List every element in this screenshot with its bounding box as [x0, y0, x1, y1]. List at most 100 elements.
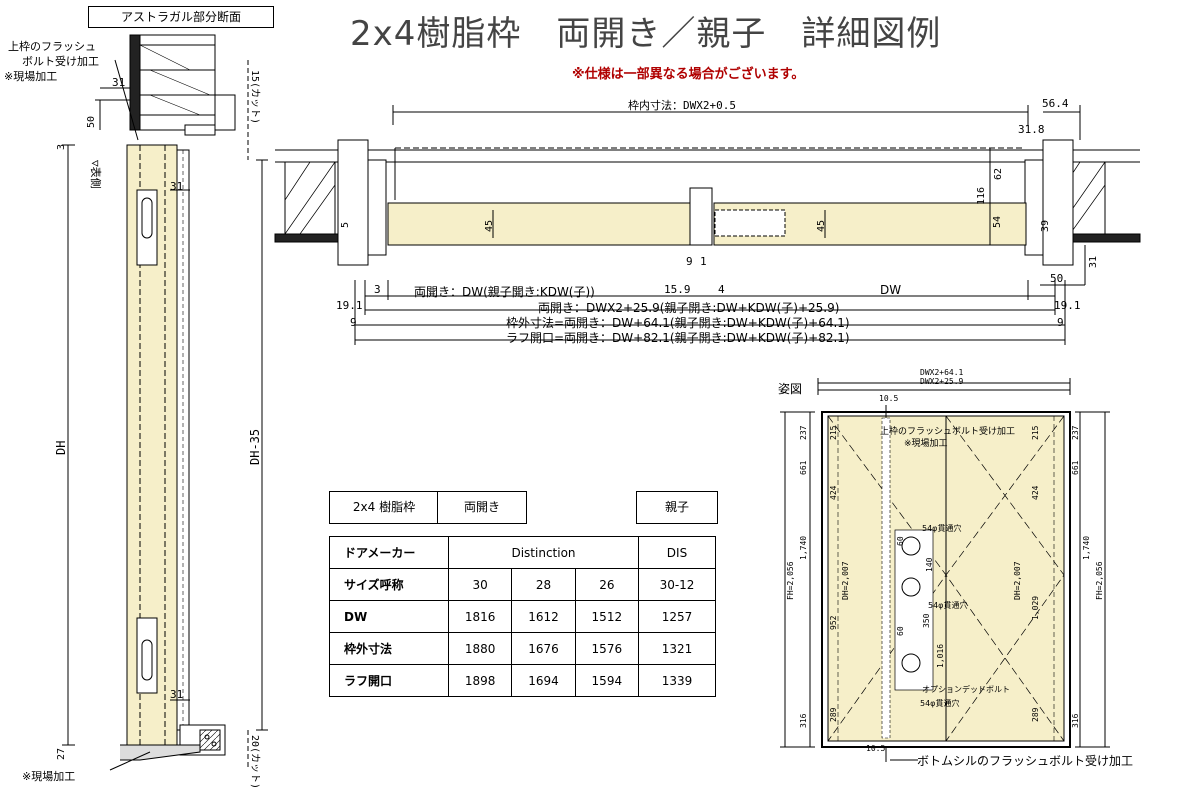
- cell: 1512: [574, 600, 640, 633]
- dim-left-19-1: 19.1: [336, 299, 363, 312]
- table-header-row: ドアメーカー Distinction DIS: [329, 536, 716, 569]
- dim-right-9: 9: [1057, 316, 1064, 329]
- side-section: [62, 34, 268, 771]
- dim-cut-top: 15(カット): [249, 70, 260, 125]
- dim-45-left: 45: [484, 219, 495, 232]
- elevation-drawing: [780, 378, 1110, 762]
- dim-low-31: 31: [170, 688, 184, 701]
- dim-row1: 両開き：DWX2+25.9(親子開き:DW+KDW(子)+25.9): [538, 301, 840, 315]
- dim-31-8: 31.8: [1018, 123, 1045, 136]
- elev-i424a: 424: [829, 485, 838, 500]
- dim-15-9: 15.9: [664, 283, 691, 296]
- cell: 28: [511, 568, 576, 601]
- elev-rfh: FH=2,056: [1095, 561, 1104, 600]
- elev-c140: 140: [925, 557, 934, 572]
- cell: 1816: [447, 600, 513, 633]
- elev-top-gap: 10.5: [879, 394, 899, 403]
- elev-top2: DWX2+25.9: [920, 377, 964, 386]
- table-row: サイズ呼称 30 28 26 30-12: [329, 568, 716, 601]
- dim-bottom-27: 27: [56, 747, 67, 760]
- dim-62: 62: [993, 167, 1004, 180]
- note-top-line3: ※現場加工: [4, 70, 58, 83]
- elev-flush-top-note: ※現場加工: [904, 439, 948, 449]
- elev-i424b: 424: [1031, 485, 1040, 500]
- dim-row2: 枠外寸法=両開き：DW+64.1(親子開き:DW+KDW(子)+64.1): [506, 316, 850, 330]
- cell: 1898: [447, 664, 513, 697]
- cell: 30-12: [638, 568, 716, 601]
- elev-bottom-gap: 10.5: [866, 744, 886, 753]
- elev-lfh: FH=2,056: [786, 561, 795, 600]
- dim-dh-35: DH-35: [248, 428, 262, 465]
- dim-dw-label: 両開き：DW(親子開き:KDW(子)): [414, 285, 595, 299]
- cell: 1594: [574, 664, 640, 697]
- hole-label-1: 54φ貫通穴: [922, 524, 962, 533]
- cell: 1612: [511, 600, 576, 633]
- row-label: サイズ呼称: [329, 568, 449, 601]
- elev-l316: 316: [799, 713, 808, 728]
- note-bottom: ※現場加工: [22, 770, 76, 783]
- dim-dw: DW: [880, 283, 902, 297]
- elev-c1016: 1,016: [936, 643, 945, 668]
- dim-54: 54: [992, 215, 1003, 228]
- cell: 1576: [574, 632, 640, 665]
- elev-l237: 237: [799, 425, 808, 440]
- spec-table: ドアメーカー Distinction DIS サイズ呼称 30 28 26 30…: [329, 536, 716, 697]
- elev-l661: 661: [799, 460, 808, 475]
- cell: 1694: [511, 664, 576, 697]
- table-row: ラフ開口 1898 1694 1594 1339: [329, 664, 716, 697]
- disclaimer-note: ※仕様は一部異なる場合がございます。: [572, 67, 805, 82]
- row-label: ラフ開口: [329, 664, 449, 697]
- note-top-line1: 上枠のフラッシュ: [8, 40, 96, 53]
- section-label: アストラガル部分断面: [88, 6, 274, 28]
- dim-1: 1: [700, 255, 707, 268]
- dim-frame-inner: 枠内寸法：DWX2+0.5: [628, 99, 736, 112]
- elev-idh: DH=2,007: [841, 561, 850, 600]
- dim-right-19-1: 19.1: [1054, 299, 1081, 312]
- dim-31: 31: [1088, 255, 1099, 268]
- front-side-label: ▽表側: [89, 160, 102, 189]
- cell: 1339: [638, 664, 716, 697]
- dim-mid-31: 31: [170, 180, 184, 193]
- elev-i1029: 1,029: [1031, 595, 1040, 620]
- dim-39: 39: [1040, 219, 1051, 232]
- dim-4: 4: [718, 283, 725, 296]
- dim-top-31: 31: [112, 76, 126, 89]
- dim-cut-bottom: 20(カット): [249, 735, 260, 789]
- row-label: 枠外寸法: [329, 632, 449, 665]
- box-double: 両開き: [437, 491, 527, 524]
- elev-l1740: 1,740: [799, 535, 808, 560]
- deadbolt-label: オプションデッドボルト: [922, 685, 1010, 694]
- cell: 30: [447, 568, 513, 601]
- elev-i289a: 289: [829, 707, 838, 722]
- elev-r316: 316: [1071, 713, 1080, 728]
- col-distinction: Distinction: [448, 536, 639, 569]
- elev-flush-bottom: ボトムシルのフラッシュボルト受け加工: [917, 754, 1134, 768]
- row-label: DW: [329, 600, 449, 633]
- table-row: 枠外寸法 1880 1676 1576 1321: [329, 632, 716, 665]
- box-frame-type: 2x4 樹脂枠: [329, 491, 439, 524]
- hole-label-2: 54φ貫通穴: [928, 601, 968, 610]
- elev-c60a: 60: [896, 536, 905, 546]
- cell: 1321: [638, 632, 716, 665]
- elev-r661: 661: [1071, 460, 1080, 475]
- elev-i215b: 215: [1031, 425, 1040, 440]
- col-dis: DIS: [638, 536, 716, 569]
- cell: 26: [574, 568, 640, 601]
- elevation-label: 姿図: [778, 382, 803, 396]
- dim-9: 9: [686, 255, 693, 268]
- elev-flush-top: 上枠のフラッシュボルト受け加工: [880, 427, 1016, 437]
- elev-c350: 350: [922, 613, 931, 628]
- elev-i289b: 289: [1031, 707, 1040, 722]
- dim-row3: ラフ開口=両開き：DW+82.1(親子開き:DW+KDW(子)+82.1): [506, 331, 850, 345]
- cell: 1257: [638, 600, 716, 633]
- dim-116: 116: [976, 186, 987, 205]
- dim-dh: DH: [54, 440, 68, 455]
- dim-top-50: 50: [86, 115, 97, 128]
- elev-i215a: 215: [829, 425, 838, 440]
- dim-45-right: 45: [816, 219, 827, 232]
- dim-top-3: 3: [56, 143, 67, 150]
- cell: 1676: [511, 632, 576, 665]
- dim-5: 5: [340, 221, 351, 228]
- note-top-line2: ボルト受け加工: [22, 55, 99, 68]
- hole-label-3: 54φ貫通穴: [920, 699, 960, 708]
